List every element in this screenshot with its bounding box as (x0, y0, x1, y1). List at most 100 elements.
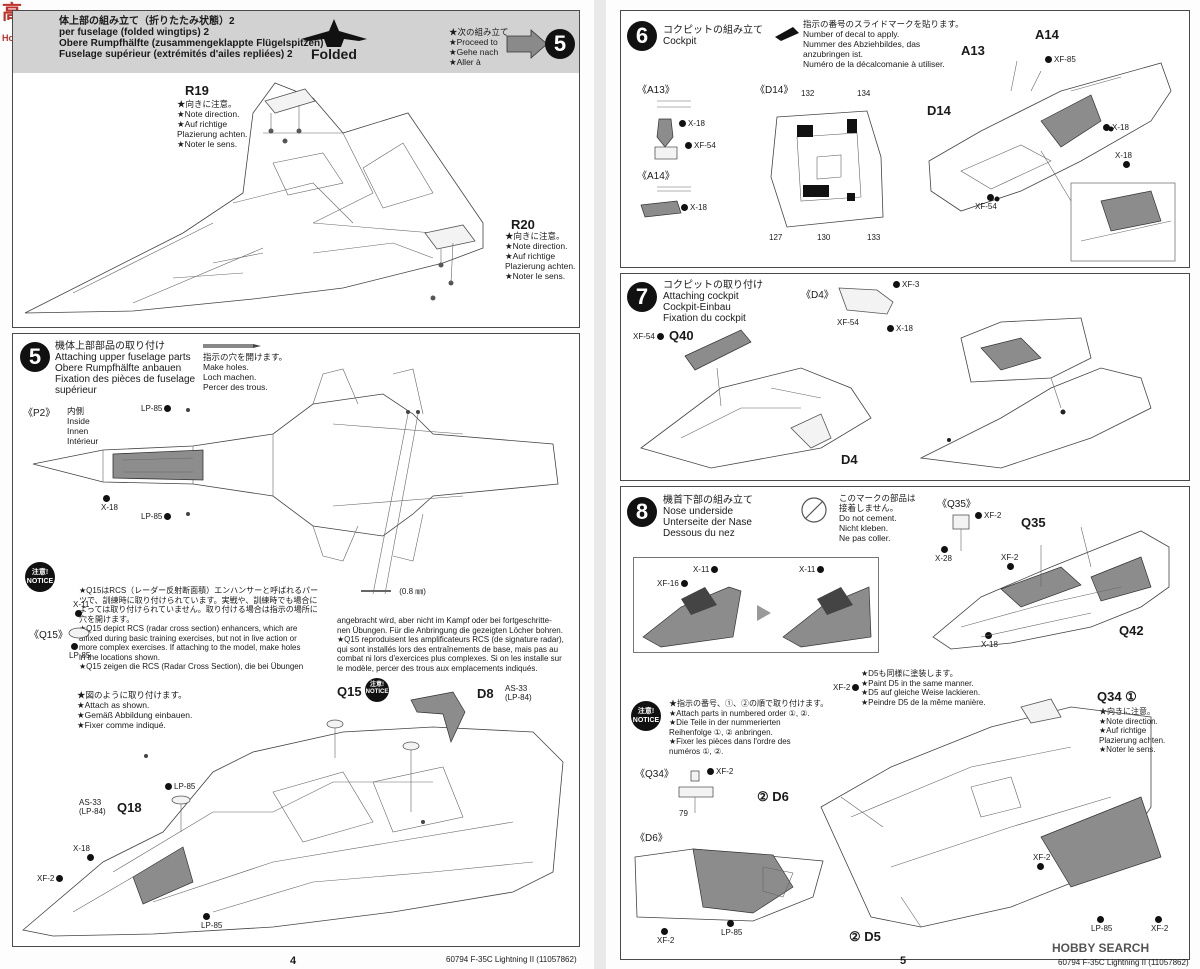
notice-right-3: ★Q15 reproduisent les amplificateurs RCS… (337, 635, 564, 644)
paint-lp85-bottom: LP-85 (201, 912, 222, 930)
paint-x18-a: X-18 (1101, 123, 1129, 132)
ref-a13: A13 (961, 43, 985, 58)
a13-paint-x18: X-18 (677, 119, 705, 128)
notice-right-4: qui sont installés lors des entraînement… (337, 644, 559, 654)
q15-lp85-label: LP-85 (69, 651, 91, 660)
decal-note: 指示の番号のスライドマークを貼ります。 Number of decal to a… (803, 19, 964, 69)
paint-xf85: XF-85 (1043, 55, 1076, 64)
part-R19-note: ★向きに注意。 ★Note direction. ★Auf richtige P… (177, 99, 247, 149)
d5-assy-paint-xf2: XF-2 (1033, 853, 1050, 871)
proceed-text: ★次の組み立て ★Proceed to ★Gehe nach ★Aller à (449, 27, 509, 67)
paint-xf2-canopy: XF-2 (37, 874, 65, 883)
hole-note-de: Loch machen. (203, 372, 257, 382)
q34-note: ★向きに注意。 ★Note direction. ★Auf richtige P… (1099, 707, 1165, 755)
d5-note-fr: ★Peindre D5 de la même manière. (861, 697, 986, 707)
d6-ref: 《D6》 (635, 833, 668, 844)
d5-assy-xf2b-label: XF-2 (1151, 924, 1169, 933)
r19-note-jp: ★向きに注意。 (177, 99, 237, 109)
step7-title-de: Cockpit-Einbau (663, 302, 731, 313)
attach-note-de: ★Gemäß Abbildung einbauen. (77, 710, 193, 720)
part-R19-label: R19 (185, 83, 209, 98)
d5-xf2-label: XF-2 (833, 683, 851, 692)
notice-left-9: ★Q15 zeigen die RCS (Radar Cross Section… (79, 662, 304, 671)
d5-assy-paint-lp85: LP-85 (1091, 915, 1112, 933)
as33-q18-line1: AS-33 (79, 798, 102, 807)
q40-paint-xf54: XF-54 (633, 332, 666, 341)
q34-ref: 《Q34》 (635, 769, 674, 780)
paint-x18-p2-label: X-18 (101, 503, 118, 512)
step4-fuselage-drawing (24, 82, 484, 314)
step6-title-en: Cockpit (663, 36, 697, 47)
step5-notice-left: ★Q15はRCS（レーダー反射断面積）エンハンサーと呼ばれるパー ツで、訓練時に… (79, 586, 318, 672)
attach-note: ★図のように取り付けます。 ★Attach as shown. ★Gemäß A… (77, 690, 192, 730)
r19-note-fr: ★Noter le sens. (177, 139, 238, 149)
d5-paint-note: ★D5も同様に塗装します。 ★Paint D5 in the same mann… (861, 669, 986, 707)
notice-left-1: ★Q15はRCS（レーダー反射断面積）エンハンサーと呼ばれるパー (79, 586, 319, 595)
drill-size-text: (0.8 ㎜) (399, 587, 426, 596)
d5-paint-xf2: XF-2 (833, 683, 861, 692)
step8-notice-badge: 注意!NOTICE (631, 701, 661, 731)
no-cement-jp1: このマークの部品は (839, 493, 916, 503)
q15-x11-label: X-11 (73, 600, 90, 609)
attach-note-fr: ★Fixer comme indiqué. (77, 720, 166, 730)
paint-xf2-nose: XF-2 (1001, 553, 1018, 571)
paint-lp85-mid-label: LP-85 (141, 512, 163, 521)
proceed-de: ★Gehe nach (449, 47, 499, 57)
notice-left-2: ツで、訓練時に取り付けられています。実戦や、訓練時でも場合に (79, 595, 318, 605)
notice-left-3: よっては取り付けられていません。取り付ける場合は指示の場所に (79, 605, 318, 614)
d4-paint-xf54: XF-54 (837, 318, 859, 327)
inset-x11a-label: X-11 (693, 565, 710, 574)
d5-assy-xf2a-label: XF-2 (1033, 853, 1051, 862)
step7-number: 7 (627, 282, 657, 312)
p2-note-jp: 内側 (67, 406, 85, 416)
paint-xf2-nose-label: XF-2 (1001, 553, 1019, 562)
step6-panel: 6 コクピットの組み立て Cockpit 指示の番号のスライドマークを貼ります。… (620, 10, 1190, 268)
paint-xf54: XF-54 (975, 193, 997, 211)
d14-ref: 《D14》 (755, 85, 794, 96)
notice-right-2: nen Übungen. Für die Anbringung die geze… (337, 625, 563, 635)
a13-paint-xf54: XF-54 (683, 141, 716, 150)
step5-notice-right: angebracht wird, aber nicht im Kampf ode… (337, 616, 564, 673)
q15-paint-lp85: LP-85 (69, 642, 90, 660)
a13-part-drawing (654, 100, 691, 160)
decal-note-de2: anzubringen ist. (803, 49, 864, 59)
q35-part-drawing (952, 514, 970, 551)
hole-note-en: Make holes. (203, 362, 249, 372)
r20-note-de1: ★Auf richtige (505, 251, 556, 261)
d4-ref: 《D4》 (801, 290, 834, 301)
notice-left-7: more complex exercises. If attaching to … (79, 643, 301, 652)
d4-xf54-label: XF-54 (837, 318, 859, 327)
attach-note-en: ★Attach as shown. (77, 700, 150, 710)
step5-panel: 5 機体上部部品の取り付け Attaching upper fuselage p… (12, 333, 580, 947)
step4-panel: 体上部の組み立て（折りたたみ状態）2 per fuselage (folded … (12, 10, 580, 328)
step5-title-jp: 機体上部部品の取り付け (55, 341, 165, 352)
d6-part-drawing (634, 848, 824, 922)
step8-title-jp: 機首下部の組み立て (663, 495, 753, 506)
q15-part-icon (68, 627, 90, 639)
decal-note-en: Number of decal to apply. (803, 29, 900, 39)
q35-paint-xf2: XF-2 (973, 511, 1001, 520)
paint-xf2-canopy-label: XF-2 (37, 874, 55, 883)
paint-x18-b: X-18 (1115, 151, 1132, 169)
no-cement-jp2: 接着しません。 (839, 503, 899, 513)
proceed-jp: ★次の組み立て (449, 27, 509, 37)
paint-x18-cockpit: X-18 (73, 844, 96, 862)
paint-lp85-bottom-label: LP-85 (201, 921, 223, 930)
inset-xf16-label: XF-16 (657, 579, 679, 588)
no-cement-note: このマークの部品は 接着しません。 Do not cement. Nicht k… (839, 493, 916, 543)
ref-d5-order: ② D5 (849, 929, 881, 944)
a14-ref: 《A14》 (637, 171, 675, 182)
ref-d8: D8 (477, 686, 494, 701)
inset-paint-xf16: XF-16 (657, 579, 690, 588)
paint-xf54-label: XF-54 (975, 202, 997, 211)
notice-right-6: le modèle, percer des trous aux emplacem… (337, 663, 538, 673)
q34-note-fr: ★Noter le sens. (1099, 745, 1156, 754)
q40-xf54-label: XF-54 (633, 332, 655, 341)
step5-notice-badge: 注意!NOTICE (25, 562, 55, 592)
r19-note-de2: Plazierung achten. (177, 129, 248, 139)
p2-note-de: Innen (67, 426, 89, 436)
a13-ref: 《A13》 (637, 85, 675, 96)
part-R20-note: ★向きに注意。 ★Note direction. ★Auf richtige P… (505, 231, 575, 281)
d6-lp85-label: LP-85 (721, 928, 743, 937)
p2-note-fr: Intérieur (67, 436, 99, 446)
